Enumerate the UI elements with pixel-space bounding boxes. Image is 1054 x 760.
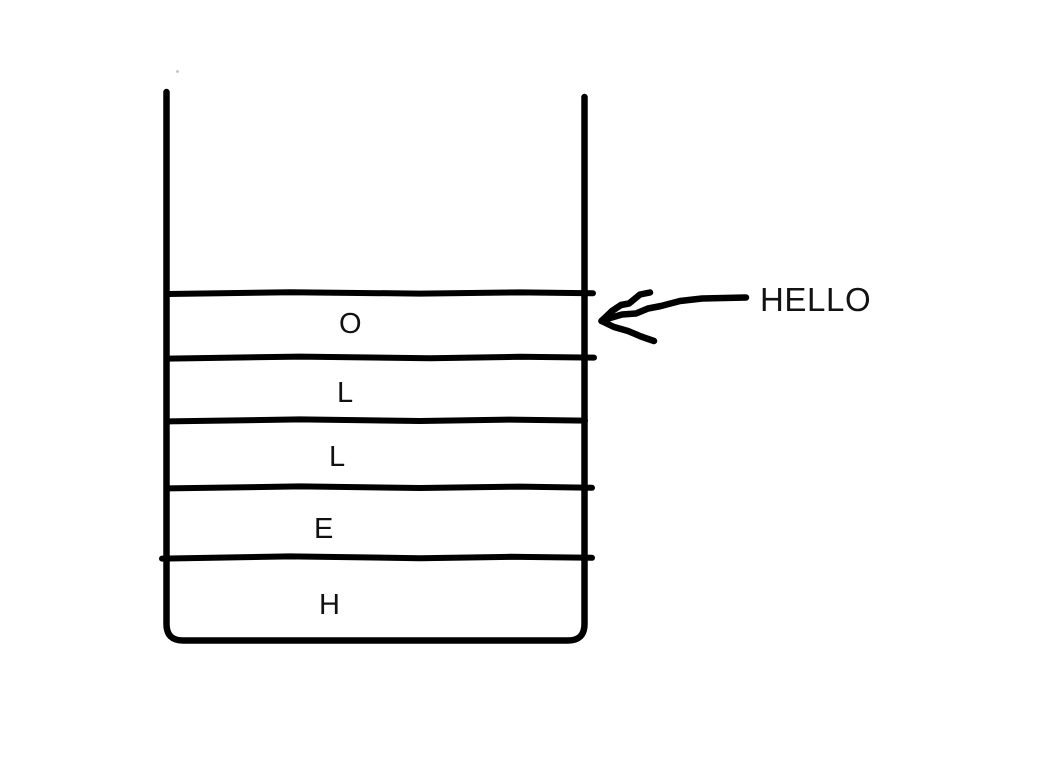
stray-speck <box>176 70 179 73</box>
arrow-barb-upper <box>598 289 654 325</box>
divider-line-l-lower-bottom <box>165 483 595 492</box>
stack-cell-e-label: E <box>314 513 334 545</box>
divider-line-o-top <box>165 289 596 297</box>
stack-cell-o-label: O <box>339 308 363 340</box>
divider-line-o-bottom <box>165 353 597 362</box>
divider-line-l-upper-bottom <box>165 416 588 425</box>
stack-cell-l-lower-label: L <box>329 441 346 473</box>
stack-cell-h-label: H <box>319 589 341 621</box>
stack-container-outline <box>163 88 588 644</box>
stack-cell-l-upper-label: L <box>337 377 354 409</box>
divider-line-e-bottom <box>159 553 595 562</box>
arrow-shaft <box>601 294 750 323</box>
hello-annotation-label: HELLO <box>760 281 872 318</box>
arrow-barb-lower <box>598 317 658 345</box>
